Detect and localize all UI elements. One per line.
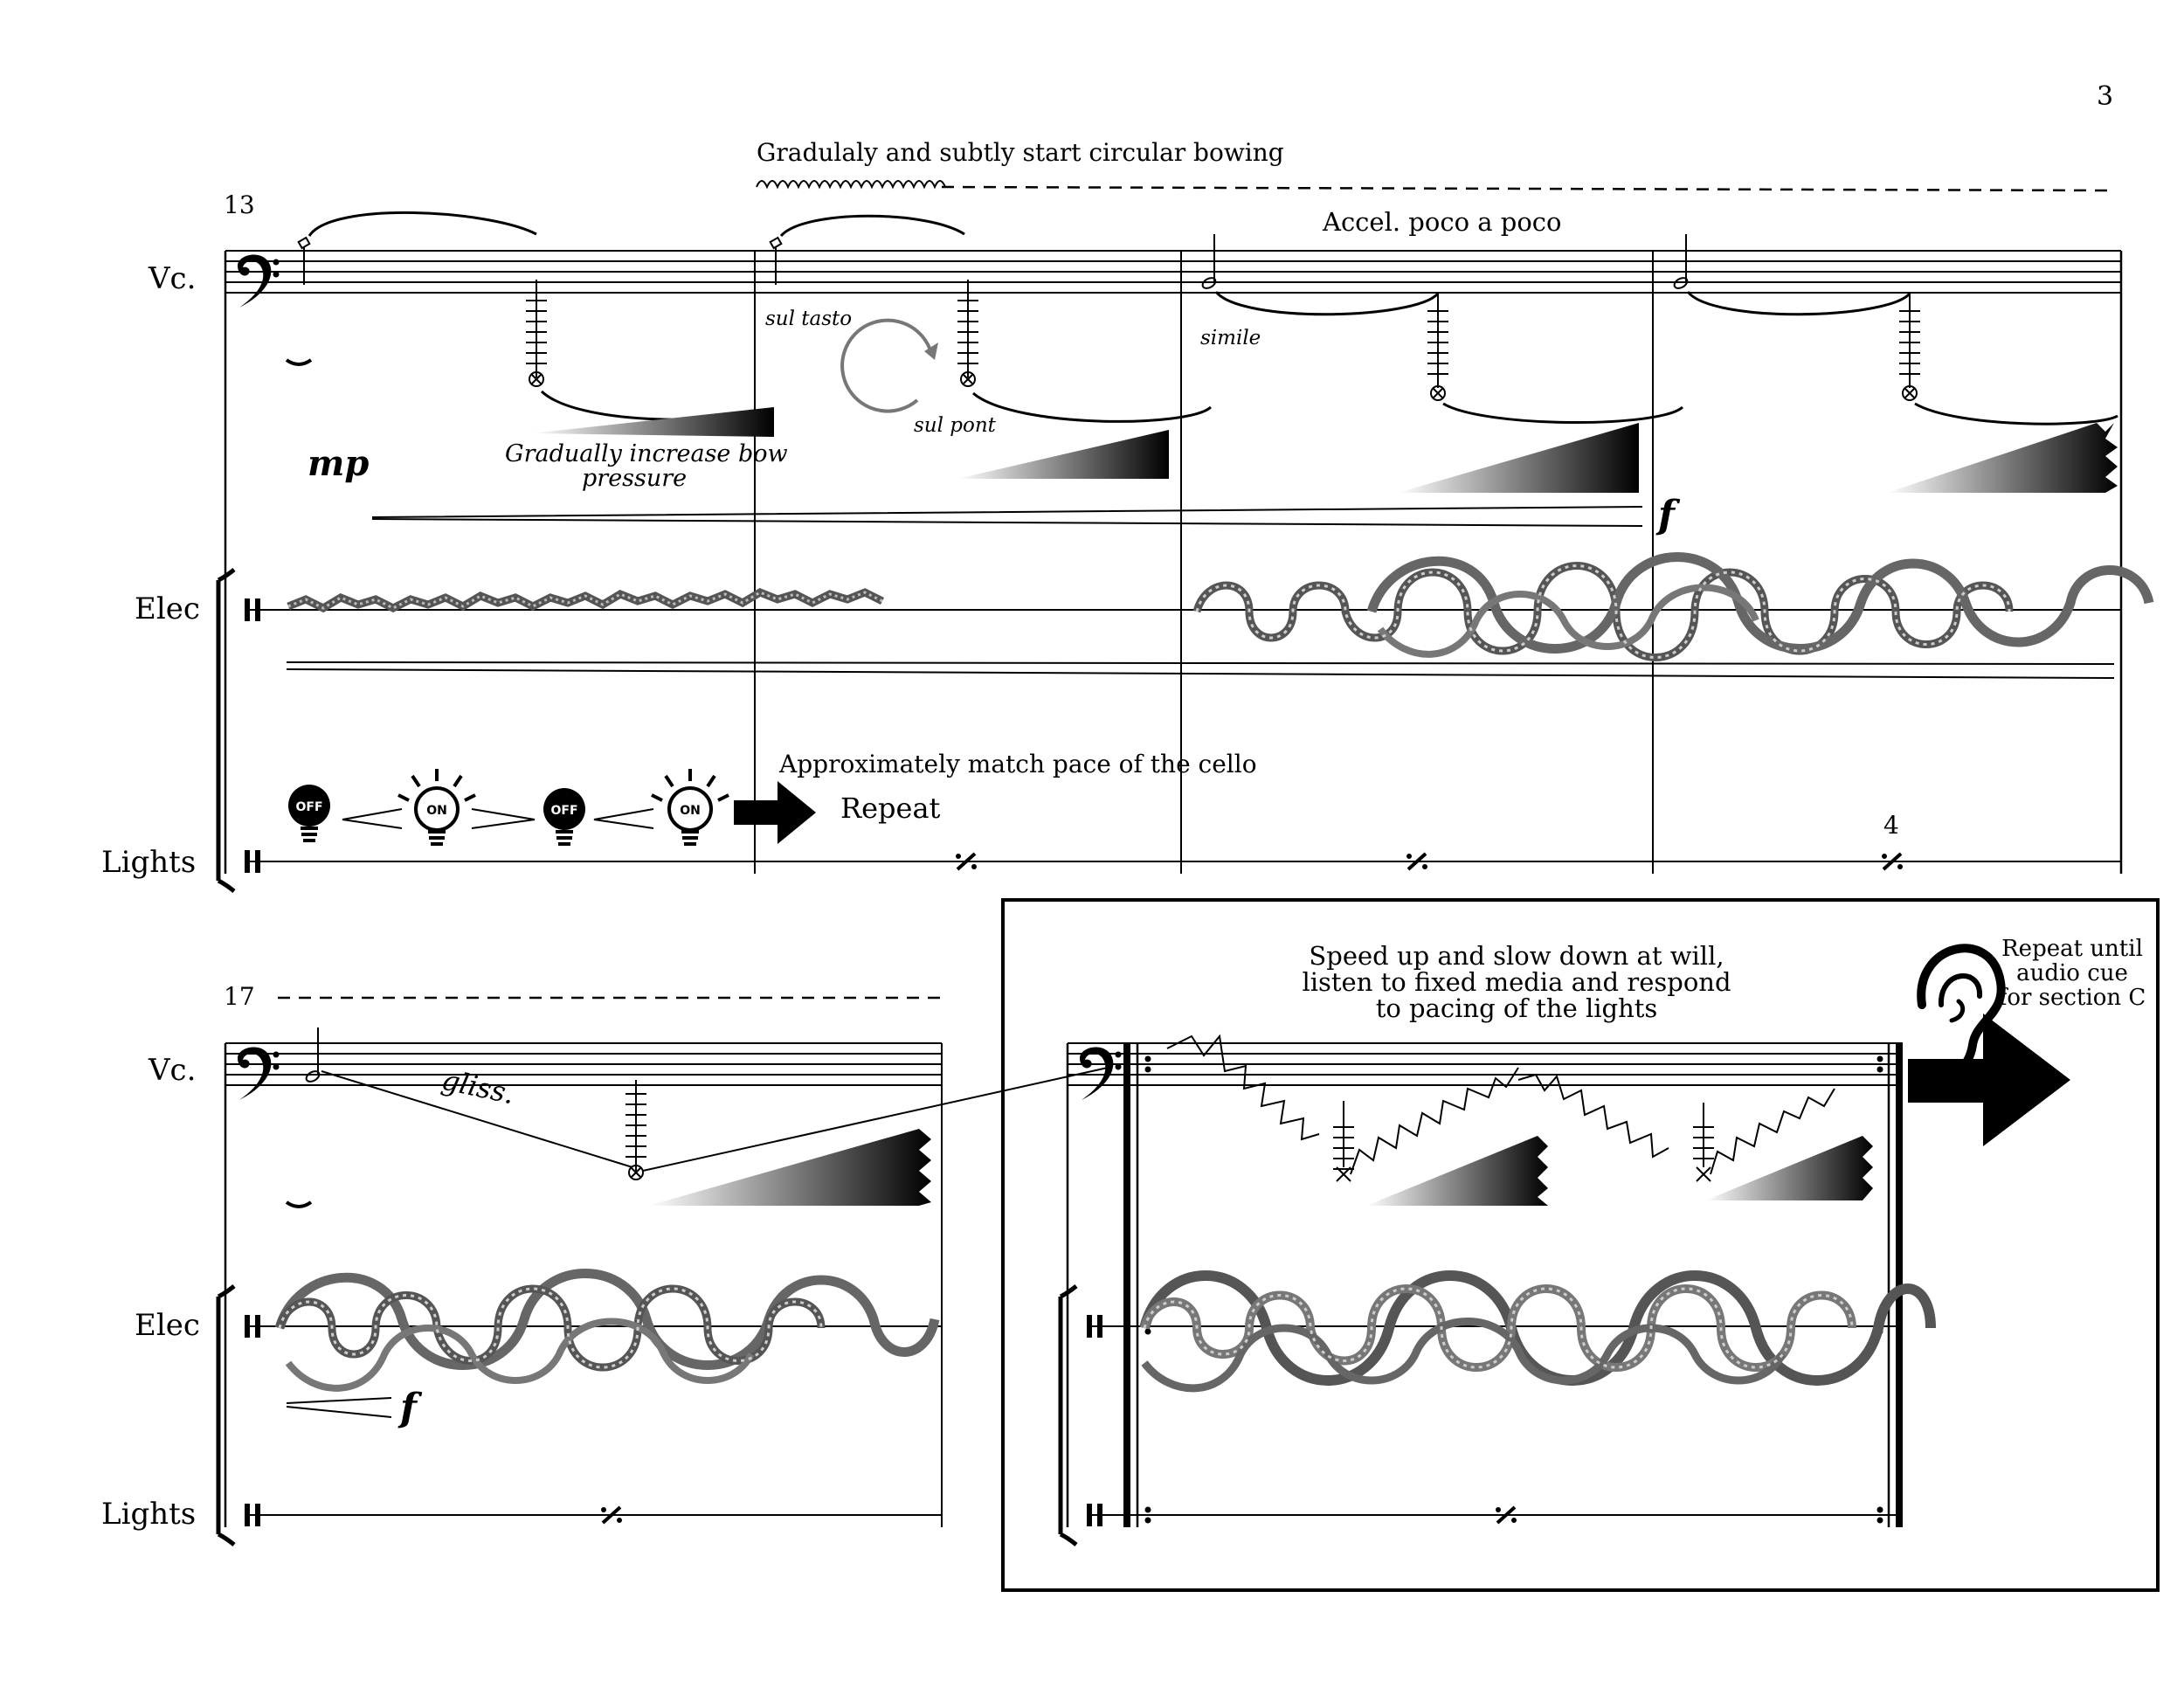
svg-text:OFF: OFF bbox=[550, 804, 577, 818]
bow-pressure-wedge bbox=[531, 407, 774, 437]
elec-dense-gesture bbox=[1139, 1270, 1936, 1393]
instruction-accel: Accel. poco a poco bbox=[1322, 207, 1561, 237]
instrument-name-lights: Lights bbox=[101, 1497, 196, 1532]
light-crescendo bbox=[342, 808, 403, 829]
audio-cue-line-3: for section C bbox=[1999, 985, 2146, 1011]
audio-cue-line-2: audio cue bbox=[2016, 960, 2128, 986]
technique-simile: simile bbox=[1200, 327, 1261, 349]
box-instruction-line-1: Speed up and slow down at will, bbox=[1309, 941, 1724, 971]
cello-staff bbox=[225, 1042, 942, 1086]
light-bulb-off-icon: OFF bbox=[288, 785, 330, 842]
repeat-count: 4 bbox=[1883, 811, 1899, 840]
instruction-circular-bowing: Gradulaly and subtly start circular bowi… bbox=[757, 138, 1284, 167]
light-bulb-off-icon: OFF bbox=[543, 788, 585, 846]
cello-staff-box bbox=[1068, 1042, 1903, 1086]
instrument-name-cello: Vc. bbox=[148, 1053, 196, 1088]
crescendo-hairpin bbox=[371, 506, 1643, 527]
start-repeat-barline bbox=[1123, 1043, 1151, 1527]
circular-arrow-icon bbox=[840, 318, 938, 413]
elec-waveform-gesture bbox=[274, 1269, 940, 1392]
bow-pressure-wedge-jagged bbox=[648, 1129, 931, 1206]
light-bulb-on-icon: ON bbox=[651, 769, 729, 846]
cello-notes-m15 bbox=[1201, 234, 1684, 424]
lights-repeat-label: Repeat bbox=[840, 792, 941, 825]
svg-text:ON: ON bbox=[426, 804, 447, 818]
instrument-name-lights: Lights bbox=[101, 845, 196, 880]
svg-text:ON: ON bbox=[680, 804, 701, 818]
box-instruction-line-2: listen to fixed media and respond bbox=[1302, 967, 1731, 997]
bass-clef-icon bbox=[238, 1047, 280, 1100]
circular-bowing-mark bbox=[756, 180, 946, 190]
elec-crescendo-hairpin bbox=[286, 661, 2115, 679]
technique-sul-pont: sul pont bbox=[914, 414, 997, 437]
technique-sul-tasto: sul tasto bbox=[765, 308, 852, 330]
measure-number: 17 bbox=[224, 982, 255, 1011]
cello-staff bbox=[225, 250, 2121, 294]
arrow-right-icon bbox=[1908, 1013, 2070, 1146]
bow-pressure-wedge bbox=[957, 430, 1169, 479]
elec-crescendo-hairpin bbox=[286, 1397, 392, 1418]
instruction-bow-pressure-2: pressure bbox=[582, 465, 687, 492]
cello-notes-m13 bbox=[285, 211, 752, 421]
arrow-right-icon bbox=[734, 781, 816, 844]
dashed-extension-line bbox=[941, 185, 2113, 192]
lights-instruction: Approximately match pace of the cello bbox=[778, 750, 1257, 778]
bow-pressure-wedge bbox=[1398, 423, 1639, 493]
cello-notes-m14 bbox=[769, 214, 1213, 423]
gliss-label: gliss. bbox=[439, 1063, 517, 1111]
cello-zigzag-gesture bbox=[1166, 1034, 1835, 1182]
instrument-name-electronics: Elec bbox=[135, 1308, 200, 1343]
system-1: 13 Gradulaly and subtly start circular b… bbox=[101, 138, 2154, 893]
instrument-name-electronics: Elec bbox=[135, 591, 200, 626]
bass-clef-icon bbox=[1080, 1047, 1122, 1100]
cello-notes-m17 bbox=[285, 1027, 1109, 1208]
cello-notes-m16 bbox=[1673, 234, 2118, 425]
bass-clef-icon bbox=[238, 254, 280, 308]
bow-pressure-wedge-jagged bbox=[1366, 1136, 1548, 1206]
instrument-name-cello: Vc. bbox=[148, 261, 196, 296]
dynamic-mp: mp bbox=[308, 443, 369, 484]
measure-number: 13 bbox=[224, 190, 255, 219]
audio-cue-line-1: Repeat until bbox=[2001, 936, 2143, 962]
svg-text:OFF: OFF bbox=[295, 800, 322, 814]
light-crescendo bbox=[593, 808, 654, 829]
light-bulb-on-icon: ON bbox=[397, 769, 476, 846]
dynamic-f: f bbox=[397, 1386, 423, 1430]
repeat-box bbox=[1001, 898, 2160, 1592]
page-number: 3 bbox=[2097, 81, 2113, 112]
bow-pressure-wedge-jagged bbox=[1887, 423, 2118, 493]
staff-bracket bbox=[216, 568, 236, 893]
elec-waveform-gesture bbox=[287, 552, 2154, 661]
dynamic-f: f bbox=[1655, 493, 1681, 537]
box-instruction-line-3: to pacing of the lights bbox=[1376, 993, 1658, 1023]
light-decrescendo bbox=[471, 808, 536, 829]
bow-pressure-wedge-jagged bbox=[1705, 1136, 1873, 1200]
staff-bracket bbox=[216, 1284, 236, 1546]
instruction-bow-pressure: Gradually increase bow bbox=[505, 440, 788, 467]
system-2: 17 Vc. Elec Lights bbox=[101, 898, 2160, 1592]
